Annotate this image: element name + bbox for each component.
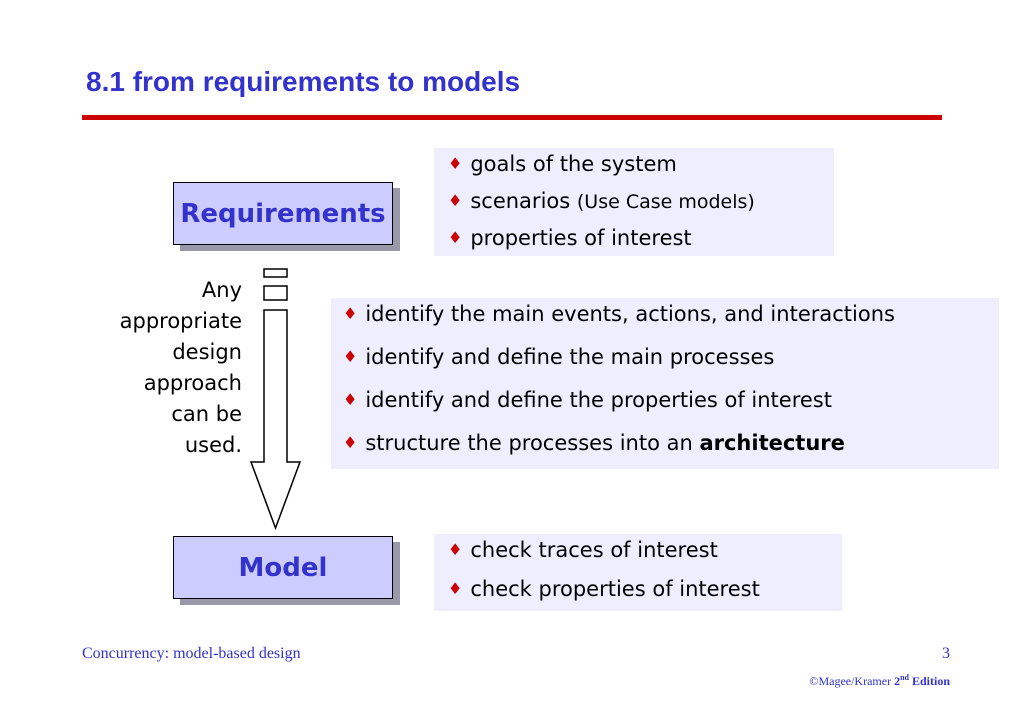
edition-number: 2 — [894, 674, 901, 688]
diamond-bullet-icon: ♦ — [343, 347, 358, 366]
diamond-bullet-icon: ♦ — [448, 579, 463, 598]
diamond-bullet-icon: ♦ — [343, 390, 358, 409]
goal-text: scenarios — [470, 189, 577, 213]
diamond-bullet-icon: ♦ — [343, 433, 358, 452]
design-approach-note: Any appropriate design approach can be u… — [80, 275, 242, 461]
note-line: Any — [201, 278, 242, 302]
down-arrow-icon — [249, 268, 302, 531]
model-box: Model — [173, 536, 393, 599]
slide-title: 8.1 from requirements to models — [86, 66, 521, 97]
list-item: ♦ properties of interest — [448, 226, 824, 263]
goals-panel: ♦ goals of the system ♦ scenarios (Use C… — [434, 148, 834, 256]
page-number: 3 — [942, 645, 950, 662]
diamond-bullet-icon: ♦ — [448, 154, 463, 173]
credit-edition: 2nd Edition — [894, 673, 950, 688]
check-text: check traces of interest — [470, 538, 718, 562]
goal-note: (Use Case models) — [576, 191, 755, 213]
step-text: identify the main events, actions, and i… — [365, 302, 895, 326]
step-bold-term: architecture — [699, 431, 845, 455]
step-text: structure the processes into an — [365, 431, 700, 455]
check-panel: ♦ check traces of interest ♦ check prope… — [434, 534, 842, 611]
note-line: can be — [171, 402, 242, 426]
credit-authors: ©Magee/Kramer — [809, 674, 895, 688]
requirements-box: Requirements — [173, 182, 393, 245]
step-text: identify and define the main processes — [365, 345, 775, 369]
note-line: appropriate — [119, 309, 242, 333]
note-line: used. — [184, 433, 242, 457]
goal-text: goals of the system — [470, 152, 677, 176]
note-line: design — [172, 340, 242, 364]
diamond-bullet-icon: ♦ — [448, 540, 463, 559]
list-item: ♦ identify and define the properties of … — [343, 388, 989, 431]
list-item: ♦ identify the main events, actions, and… — [343, 302, 989, 345]
diamond-bullet-icon: ♦ — [448, 228, 463, 247]
list-item: ♦ check properties of interest — [448, 577, 832, 616]
edition-suffix: nd — [900, 673, 909, 682]
title-underline — [82, 115, 942, 120]
check-text: check properties of interest — [470, 577, 760, 601]
diamond-bullet-icon: ♦ — [343, 304, 358, 323]
list-item: ♦ scenarios (Use Case models) — [448, 189, 824, 226]
step-text: identify and define the properties of in… — [365, 388, 832, 412]
footer-credit: ©Magee/Kramer 2nd Edition — [770, 673, 950, 689]
note-line: approach — [143, 371, 242, 395]
diamond-bullet-icon: ♦ — [448, 191, 463, 210]
list-item: ♦ identify and define the main processes — [343, 345, 989, 388]
design-steps-panel: ♦ identify the main events, actions, and… — [331, 298, 999, 469]
edition-word: Edition — [908, 674, 950, 688]
footer-course-title: Concurrency: model-based design — [82, 645, 301, 662]
list-item: ♦ structure the processes into an archit… — [343, 431, 989, 474]
goal-text: properties of interest — [470, 226, 692, 250]
list-item: ♦ check traces of interest — [448, 538, 832, 577]
list-item: ♦ goals of the system — [448, 152, 824, 189]
